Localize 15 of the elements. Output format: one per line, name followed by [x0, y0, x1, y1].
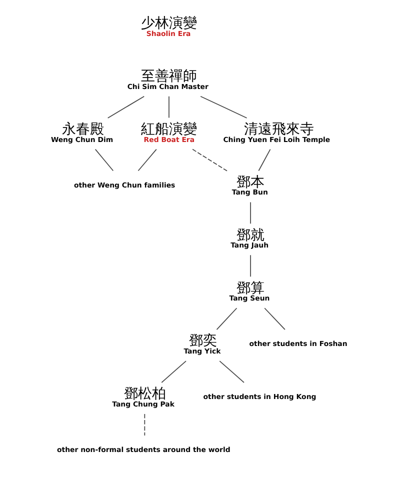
connector: [161, 360, 186, 383]
connector: [138, 148, 157, 172]
connector: [216, 308, 238, 330]
connector: [258, 148, 271, 172]
connector: [200, 96, 248, 118]
label: 少林演變: [141, 16, 198, 32]
connector: [192, 148, 228, 172]
connector: [94, 148, 114, 172]
connector: [264, 308, 286, 330]
connector: [144, 414, 146, 436]
connector: [219, 360, 244, 383]
connector: [107, 96, 145, 118]
connector: [250, 254, 251, 278]
connector: [168, 96, 170, 118]
connector: [250, 202, 251, 224]
